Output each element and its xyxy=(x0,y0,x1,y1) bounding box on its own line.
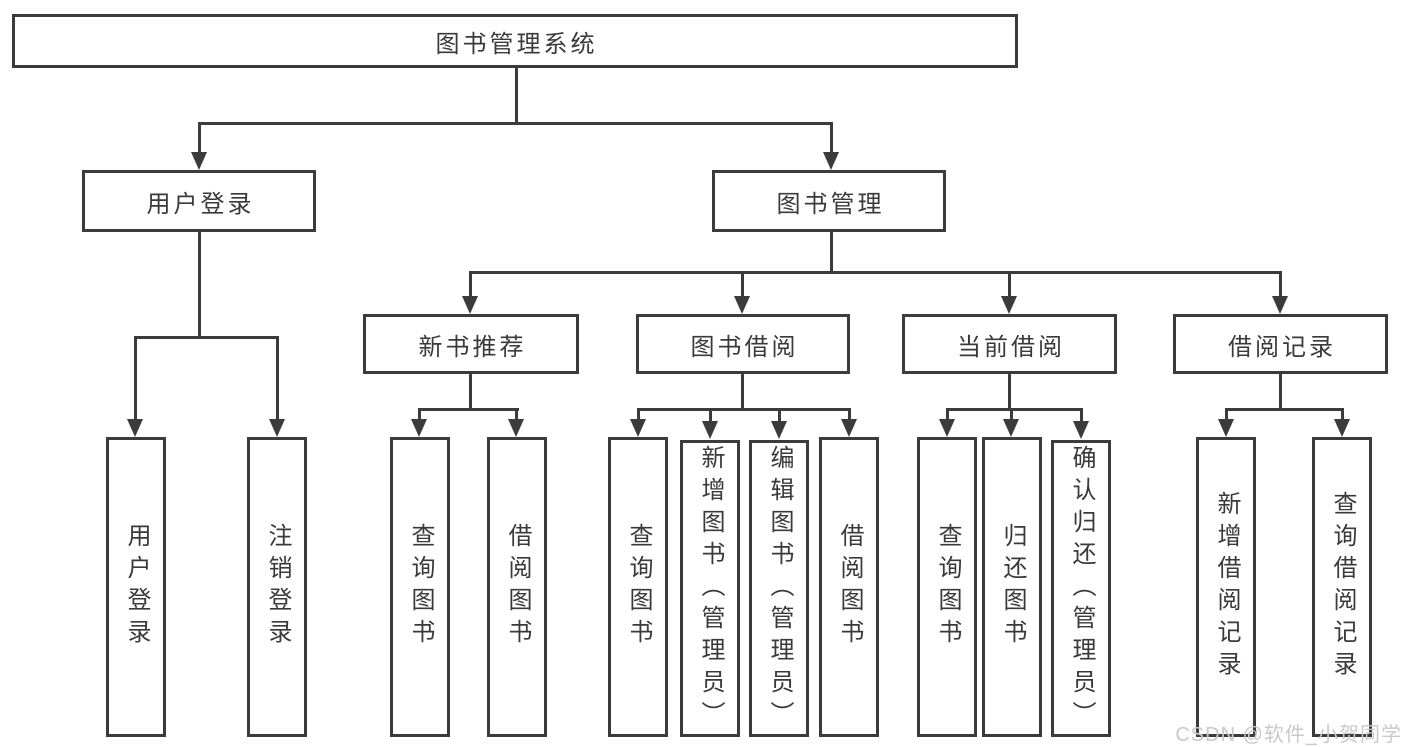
arrowhead-query-books-current xyxy=(939,419,955,437)
connector-recommend-trunk xyxy=(469,374,472,408)
leaf-edit-books-admin: 编辑图书（管理员） xyxy=(749,440,809,737)
arrowhead-borrow-records xyxy=(1272,296,1288,314)
watermark: CSDN @软件_小贺同学 xyxy=(1175,724,1402,746)
arrowhead-edit-books-admin xyxy=(771,421,787,439)
leaf-logout-label: 注销登录 xyxy=(264,523,291,651)
connector-drop-return-books xyxy=(1010,408,1013,421)
arrowhead-add-borrow-record xyxy=(1218,419,1234,437)
leaf-add-books-admin: 新增图书（管理员） xyxy=(680,440,740,737)
node-borrow-records-label: 借阅记录 xyxy=(1228,333,1336,361)
connector-drop-book-borrow xyxy=(741,271,744,298)
leaf-logout: 注销登录 xyxy=(247,437,307,737)
connector-book-management-trunk xyxy=(830,232,833,271)
connector-user-login-trunk xyxy=(198,232,201,336)
arrowhead-leaf-logout xyxy=(269,419,285,437)
node-current-borrow: 当前借阅 xyxy=(902,314,1117,374)
leaf-edit-books-admin-label: 编辑图书（管理员） xyxy=(766,444,793,733)
connector-drop-query-books-recommend xyxy=(418,408,421,421)
leaf-borrow-books-recommend: 借阅图书 xyxy=(487,437,547,737)
connector-records-branch xyxy=(1225,408,1344,411)
connector-drop-query-borrow-record xyxy=(1341,408,1344,421)
node-new-book-recommend-label: 新书推荐 xyxy=(418,333,527,361)
arrowhead-leaf-user-login xyxy=(127,419,143,437)
arrowhead-current-borrow xyxy=(1001,296,1017,314)
arrowhead-query-books-recommend xyxy=(411,419,427,437)
connector-drop-query-books-current xyxy=(946,408,949,421)
connector-records-trunk xyxy=(1279,374,1282,408)
leaf-query-books-recommend: 查询图书 xyxy=(390,437,450,737)
leaf-query-books-recommend-label: 查询图书 xyxy=(407,523,434,651)
connector-drop-leaf-logout xyxy=(276,336,279,421)
root-node-label: 图书管理系统 xyxy=(435,30,598,58)
leaf-user-login-label: 用户登录 xyxy=(123,523,150,651)
node-book-borrow: 图书借阅 xyxy=(636,314,850,374)
leaf-user-login: 用户登录 xyxy=(106,437,166,737)
node-book-management-label: 图书管理 xyxy=(776,190,885,218)
root-node-library-system: 图书管理系统 xyxy=(12,14,1018,68)
connector-recommend-branch xyxy=(418,408,519,411)
connector-drop-query-books-borrow xyxy=(637,408,640,421)
node-user-login-label: 用户登录 xyxy=(146,190,255,218)
node-current-borrow-label: 当前借阅 xyxy=(957,333,1065,361)
connector-drop-leaf-user-login xyxy=(134,336,137,421)
connector-borrow-trunk xyxy=(741,374,744,408)
leaf-return-books: 归还图书 xyxy=(982,437,1042,737)
leaf-confirm-return-admin-label: 确认归还（管理员） xyxy=(1068,444,1095,733)
leaf-query-borrow-record-label: 查询借阅记录 xyxy=(1329,491,1356,683)
leaf-query-books-current-label: 查询图书 xyxy=(934,523,961,651)
arrowhead-book-borrow xyxy=(734,296,750,314)
arrowhead-query-borrow-record xyxy=(1334,419,1350,437)
arrowhead-new-book-recommend xyxy=(462,296,478,314)
leaf-add-borrow-record-label: 新增借阅记录 xyxy=(1213,491,1240,683)
connector-drop-borrow-records xyxy=(1279,271,1282,298)
leaf-query-books-current: 查询图书 xyxy=(917,437,977,737)
leaf-borrow-books-label: 借阅图书 xyxy=(836,523,863,651)
arrowhead-user-login xyxy=(191,152,207,170)
leaf-return-books-label: 归还图书 xyxy=(999,523,1026,651)
connector-drop-borrow-books xyxy=(848,408,851,421)
connector-user-login-branch xyxy=(134,336,279,339)
leaf-query-books-borrow: 查询图书 xyxy=(608,437,668,737)
node-new-book-recommend: 新书推荐 xyxy=(363,314,579,374)
connector-drop-add-borrow-record xyxy=(1225,408,1228,421)
arrowhead-borrow-books xyxy=(841,419,857,437)
connector-drop-confirm-return xyxy=(1080,408,1083,421)
arrowhead-book-management xyxy=(823,152,839,170)
arrowhead-add-books-admin xyxy=(702,421,718,439)
node-borrow-records: 借阅记录 xyxy=(1173,314,1388,374)
leaf-confirm-return-admin: 确认归还（管理员） xyxy=(1051,440,1111,737)
connector-drop-user-login xyxy=(198,122,201,154)
leaf-borrow-books-recommend-label: 借阅图书 xyxy=(504,523,531,651)
connector-book-management-branch xyxy=(469,271,1282,274)
arrowhead-query-books-borrow xyxy=(630,419,646,437)
arrowhead-return-books xyxy=(1003,419,1019,437)
leaf-add-books-admin-label: 新增图书（管理员） xyxy=(697,444,724,733)
connector-current-trunk xyxy=(1008,374,1011,408)
connector-root-trunk xyxy=(515,68,518,125)
connector-drop-borrow-books-recommend xyxy=(515,408,518,421)
connector-borrow-branch xyxy=(637,408,851,411)
leaf-query-borrow-record: 查询借阅记录 xyxy=(1312,437,1372,737)
arrowhead-borrow-books-recommend xyxy=(508,419,524,437)
connector-drop-new-book-recommend xyxy=(469,271,472,298)
connector-drop-current-borrow xyxy=(1008,271,1011,298)
connector-root-branch xyxy=(198,122,832,125)
leaf-add-borrow-record: 新增借阅记录 xyxy=(1196,437,1256,737)
leaf-borrow-books: 借阅图书 xyxy=(819,437,879,737)
node-book-management: 图书管理 xyxy=(712,170,946,232)
arrowhead-confirm-return xyxy=(1073,421,1089,439)
connector-current-branch xyxy=(946,408,1083,411)
connector-drop-book-management xyxy=(830,122,833,154)
leaf-query-books-borrow-label: 查询图书 xyxy=(625,523,652,651)
node-book-borrow-label: 图书借阅 xyxy=(690,333,799,361)
connector-drop-edit-books-admin xyxy=(778,408,781,421)
connector-drop-add-books-admin xyxy=(709,408,712,421)
node-user-login: 用户登录 xyxy=(82,170,316,232)
